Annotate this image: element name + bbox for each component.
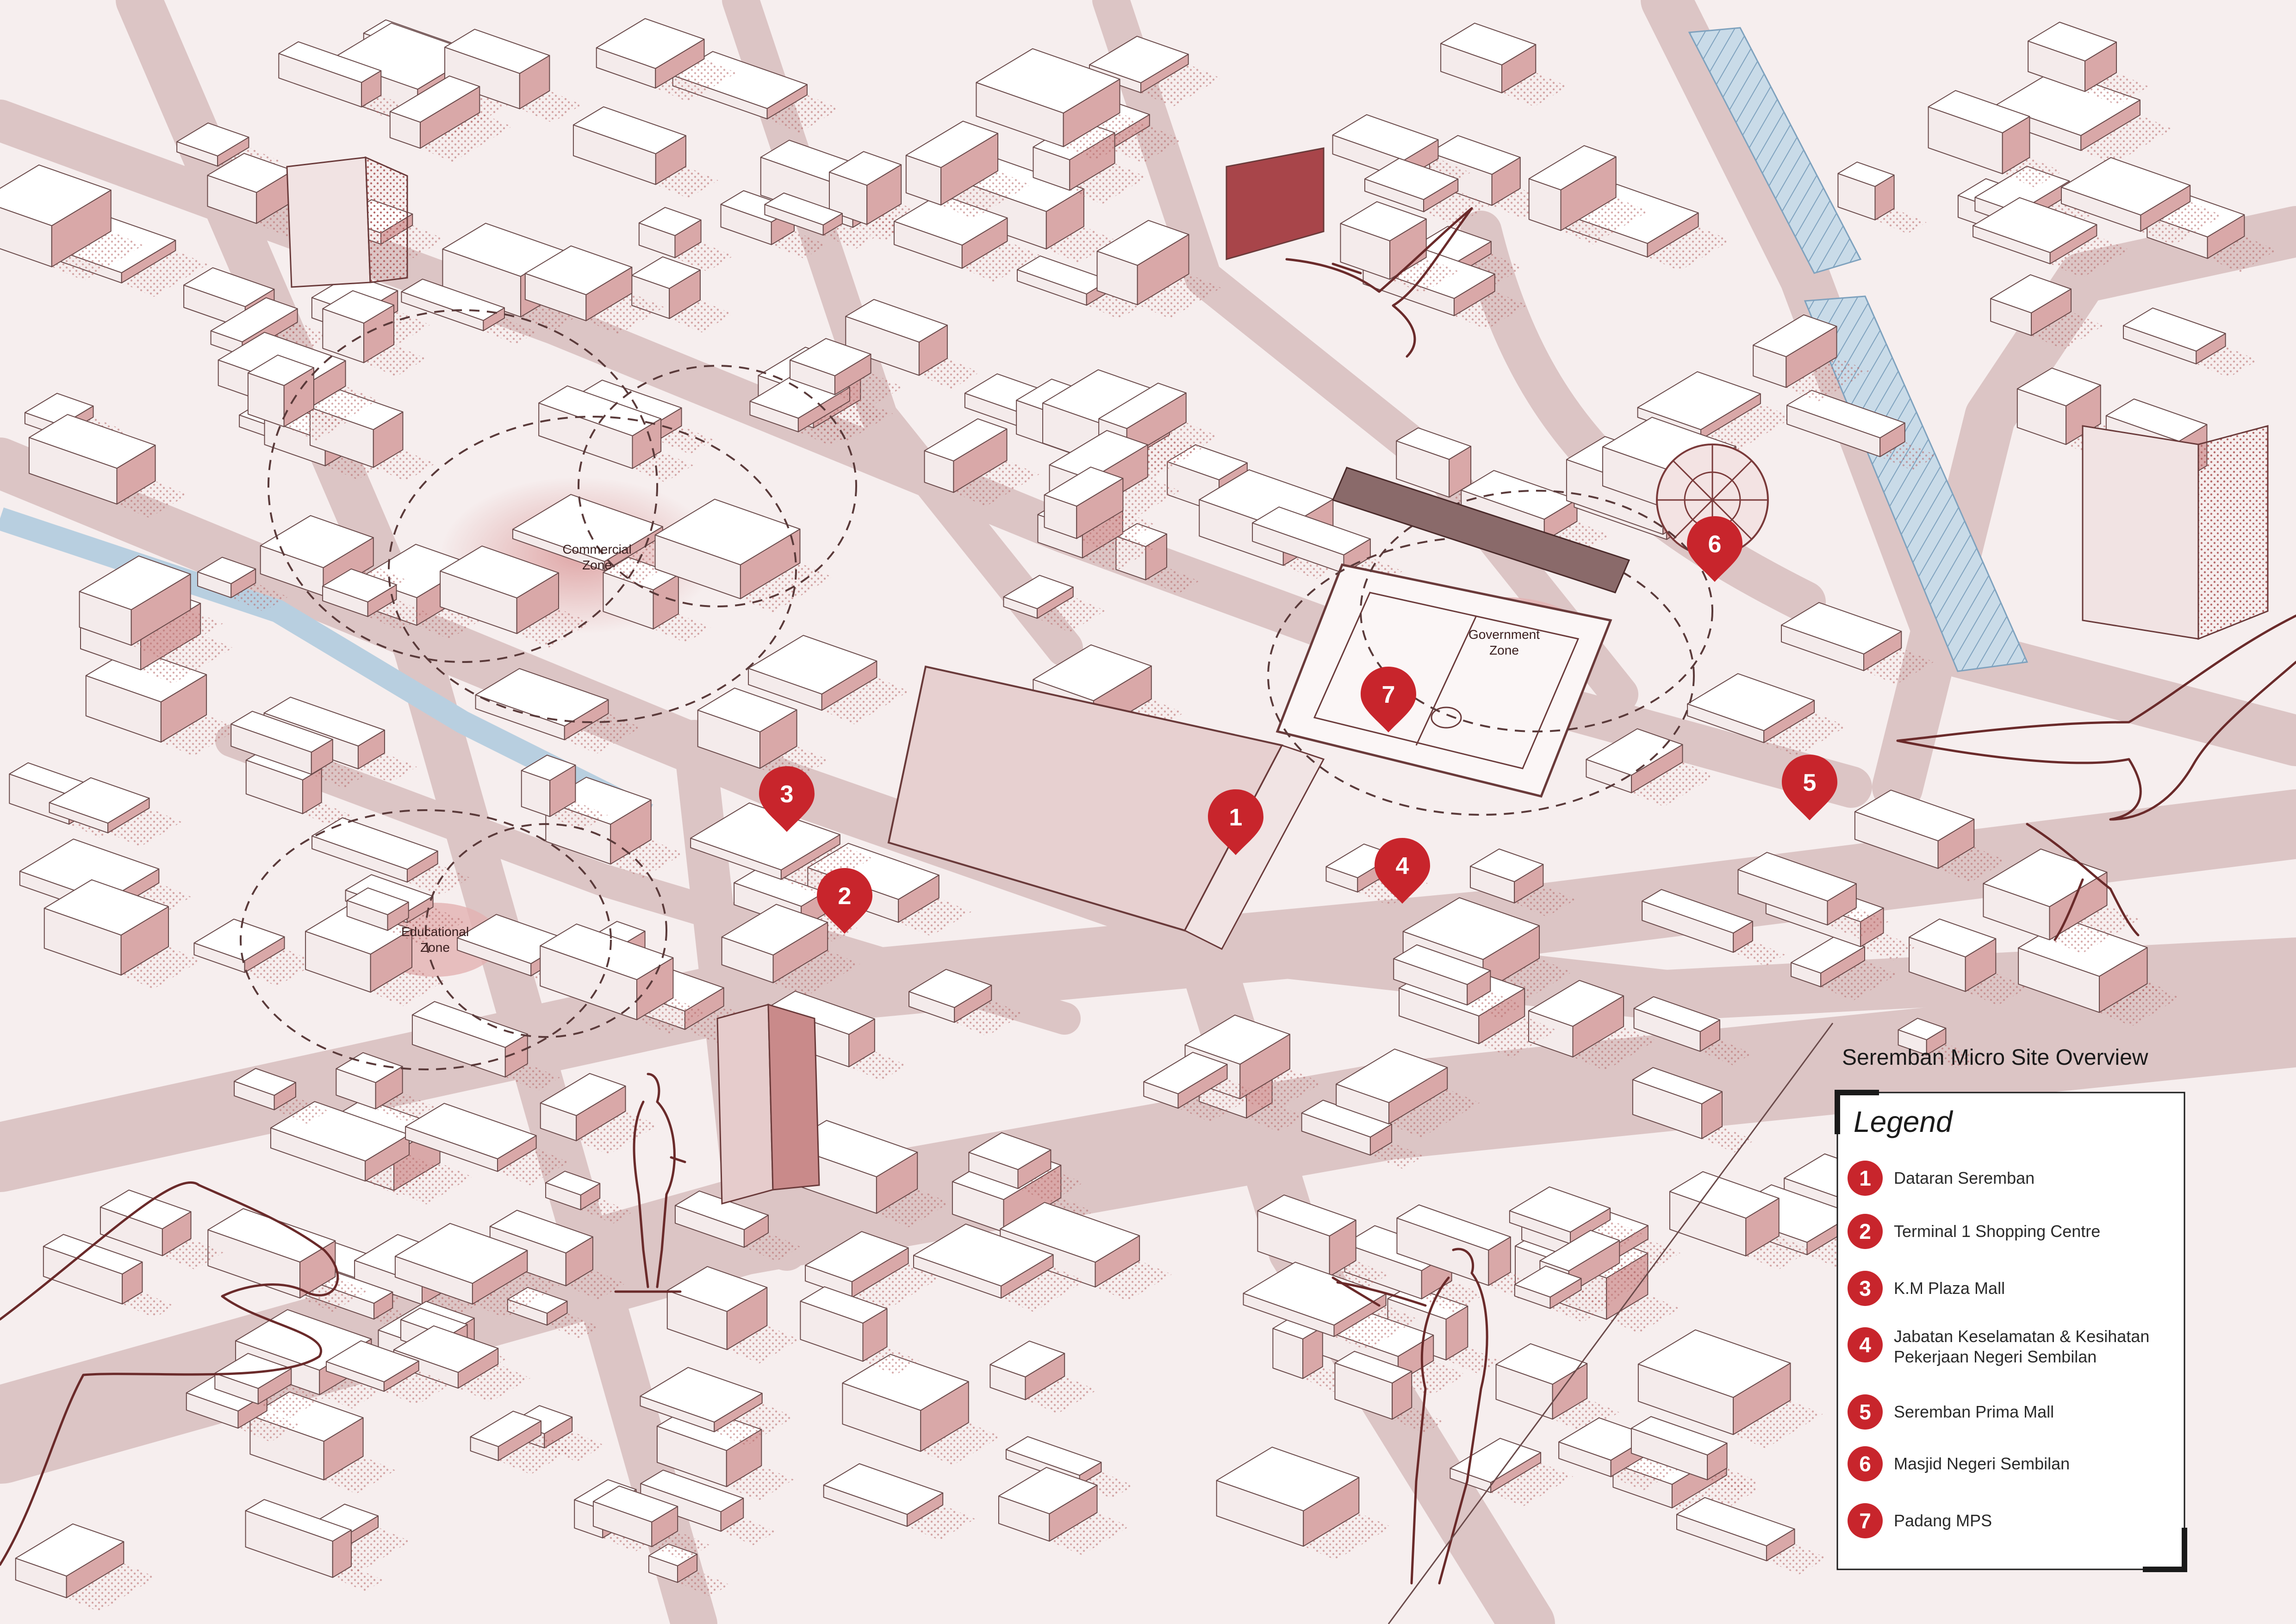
marker-2[interactable]: 2 (817, 868, 872, 934)
svg-text:7: 7 (1382, 681, 1395, 708)
bird-small-outline-2 (2026, 823, 2140, 941)
dataran-square (887, 665, 1325, 950)
marker-6[interactable]: 6 (1687, 516, 1742, 582)
svg-text:5: 5 (1803, 769, 1817, 796)
marker-4[interactable]: 4 (1375, 838, 1430, 904)
government-zone-label-line2: Zone (1489, 643, 1519, 657)
svg-text:1: 1 (1859, 1166, 1871, 1190)
legend-corner-bottom-right (2143, 1528, 2187, 1572)
legend-item-2: 2 Terminal 1 Shopping Centre (1848, 1214, 2100, 1249)
legend-corner-top-left (1835, 1090, 1879, 1134)
legend-item-1: 1 Dataran Seremban (1848, 1161, 2035, 1196)
marker-5[interactable]: 5 (1782, 755, 1837, 820)
svg-text:4: 4 (1859, 1333, 1871, 1357)
svg-text:Pekerjaan Negeri Sembilan: Pekerjaan Negeri Sembilan (1894, 1347, 2097, 1366)
person-photographer-outline (1332, 1248, 1488, 1585)
legend-heading: Legend (1854, 1105, 1954, 1138)
svg-text:6: 6 (1859, 1452, 1871, 1476)
svg-text:5: 5 (1859, 1400, 1871, 1424)
svg-text:3: 3 (1859, 1276, 1871, 1300)
commercial-zone-label-line2: Zone (582, 558, 612, 572)
educational-zone-label: Educational (401, 924, 469, 939)
legend-item-6: 6 Masjid Negeri Sembilan (1848, 1446, 2070, 1481)
svg-text:Terminal 1 Shopping Centre: Terminal 1 Shopping Centre (1894, 1222, 2100, 1241)
marker-3[interactable]: 3 (759, 766, 815, 832)
annotation-line (1388, 1023, 1834, 1624)
svg-text:K.M Plaza Mall: K.M Plaza Mall (1894, 1279, 2005, 1298)
legend-item-7: 7 Padang MPS (1848, 1503, 1992, 1538)
government-zone-label: Government (1468, 627, 1540, 642)
bird-small-outline (1285, 207, 1473, 358)
marker-1[interactable]: 1 (1208, 789, 1263, 855)
svg-text:Padang MPS: Padang MPS (1894, 1511, 1992, 1530)
svg-text:2: 2 (838, 883, 852, 910)
zone-labels: Commercial Zone Government Zone Educatio… (401, 542, 1540, 955)
marker-7[interactable]: 7 (1361, 667, 1416, 732)
legend-item-3: 3 K.M Plaza Mall (1848, 1271, 2005, 1306)
towers (286, 147, 2269, 1205)
svg-text:Jabatan Keselamatan & Kesihata: Jabatan Keselamatan & Kesihatan (1894, 1327, 2149, 1346)
educational-zone-label-line2: Zone (420, 940, 450, 955)
svg-text:4: 4 (1396, 853, 1409, 880)
commercial-zone-label: Commercial (562, 542, 631, 556)
zone-rings (240, 309, 1713, 1070)
svg-text:Masjid Negeri Sembilan: Masjid Negeri Sembilan (1894, 1454, 2070, 1473)
legend-item-4: 4 Jabatan Keselamatan & Kesihatan Pekerj… (1848, 1327, 2149, 1366)
svg-text:Dataran Seremban: Dataran Seremban (1894, 1168, 2035, 1187)
svg-text:Seremban Prima Mall: Seremban Prima Mall (1894, 1402, 2054, 1421)
legend: Legend 1 Dataran Seremban 2 Terminal 1 S… (1835, 1090, 2187, 1572)
hand-outline (0, 1181, 339, 1566)
svg-text:1: 1 (1229, 804, 1243, 831)
rail-strip (1332, 467, 1630, 593)
scooter-rider-outline (614, 1073, 686, 1293)
location-markers: 1 2 3 4 5 6 7 (759, 516, 1837, 934)
legend-item-5: 5 Seremban Prima Mall (1848, 1394, 2054, 1430)
svg-text:7: 7 (1859, 1509, 1871, 1533)
svg-text:2: 2 (1859, 1219, 1871, 1243)
svg-text:3: 3 (780, 781, 794, 808)
map-title: Seremban Micro Site Overview (1842, 1045, 2148, 1070)
svg-text:6: 6 (1708, 531, 1722, 558)
legend-box (1836, 1092, 2185, 1570)
decorative-figures (0, 207, 2296, 1585)
bird-large-outline (1896, 614, 2296, 821)
